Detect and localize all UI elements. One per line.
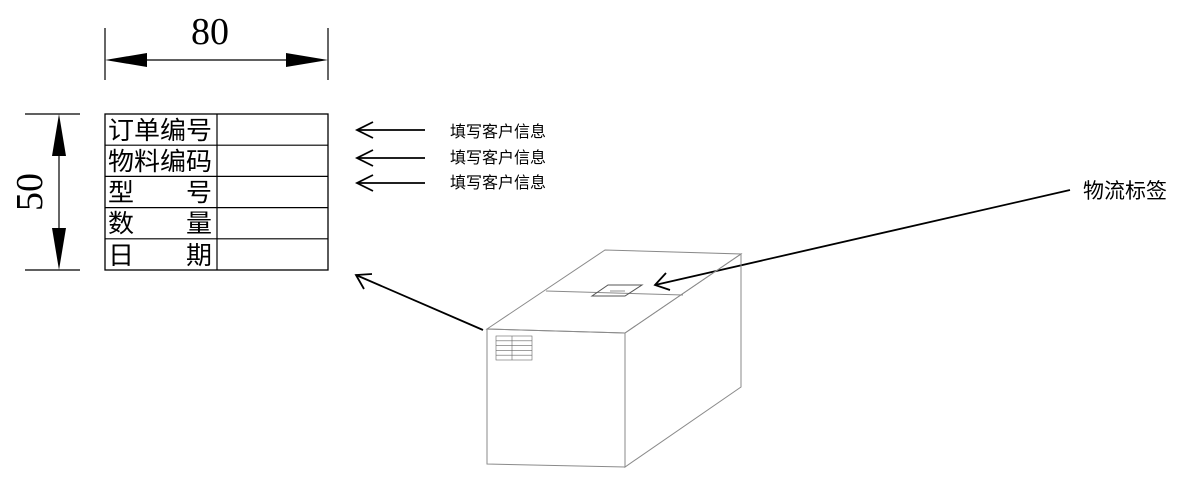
fill-info-callouts: 填写客户信息 填写客户信息 填写客户信息 xyxy=(354,121,546,192)
fill-info-text: 填写客户信息 xyxy=(450,148,546,167)
table-pointer-arrow-icon xyxy=(354,273,484,331)
fill-info-text: 填写客户信息 xyxy=(450,173,546,192)
width-arrow-right-icon xyxy=(286,53,328,67)
fill-info-arrow-icon xyxy=(354,121,425,139)
logistics-label-callout: 物流标签 xyxy=(653,179,1167,291)
table-row-label: 型 号 xyxy=(108,178,212,207)
box-mini-label xyxy=(495,335,533,361)
height-dimension: 50 xyxy=(9,113,80,271)
table-row-label: 日 期 xyxy=(108,241,212,270)
package-box xyxy=(485,249,743,468)
height-label: 50 xyxy=(9,173,51,211)
width-dimension: 80 xyxy=(104,11,329,80)
logistics-arrow-icon xyxy=(653,272,671,291)
height-arrow-top-icon xyxy=(52,114,66,156)
logistics-label-text: 物流标签 xyxy=(1083,179,1167,203)
width-arrow-left-icon xyxy=(105,53,147,67)
width-label: 80 xyxy=(191,11,229,53)
box-front-face xyxy=(486,328,626,468)
table-row-label: 订单编号 xyxy=(108,116,212,145)
fill-info-text: 填写客户信息 xyxy=(450,122,546,141)
height-arrow-bottom-icon xyxy=(52,228,66,270)
fill-info-arrow-icon xyxy=(354,149,425,167)
table-row-label: 数 量 xyxy=(108,209,212,238)
box-side-face xyxy=(624,253,742,468)
box-tape-seam xyxy=(545,290,684,296)
logistics-pointer-line xyxy=(654,189,1071,286)
label-table: 订单编号 物料编码 型 号 数 量 日 期 xyxy=(104,113,329,271)
table-row-label: 物料编码 xyxy=(108,147,212,176)
logistics-sticker xyxy=(590,284,644,297)
fill-info-arrow-icon xyxy=(354,174,425,192)
box-top-face xyxy=(485,249,743,334)
